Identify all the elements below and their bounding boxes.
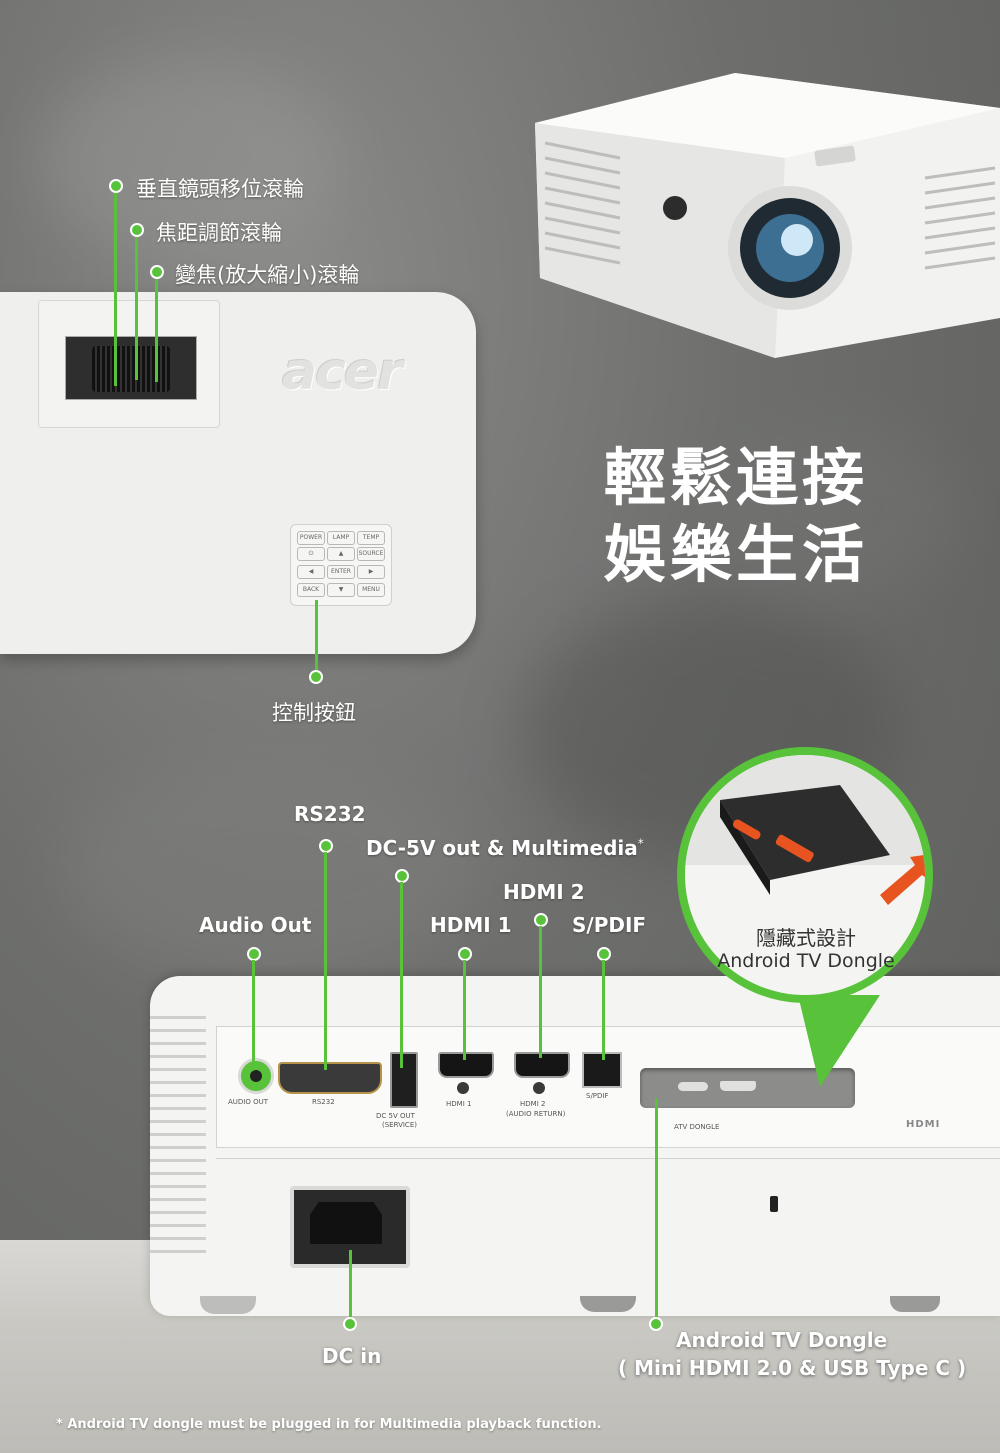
mini-hdmi-port[interactable] (720, 1081, 756, 1091)
temp-led-label: TEMP (357, 531, 385, 545)
rs232-port-label: RS232 (312, 1098, 335, 1106)
callout-line (400, 882, 403, 1068)
focus-label: 焦距調節滾輪 (156, 221, 282, 245)
foot (200, 1296, 256, 1314)
hdmi-1-port-label: HDMI 1 (446, 1100, 472, 1108)
callout-dot (597, 947, 611, 961)
left-button[interactable]: ◀ (297, 565, 325, 579)
control-panel: POWER LAMP TEMP ⏻ ▲ SOURCE ◀ ENTER ▶ BAC… (290, 524, 392, 606)
callout-line (463, 960, 466, 1060)
brand-logo: acer (282, 342, 403, 402)
enter-button[interactable]: ENTER (327, 565, 355, 579)
texture (700, 420, 960, 600)
hdmi-1-label: HDMI 1 (430, 913, 512, 937)
headline-line-1: 輕鬆連接 (604, 441, 869, 514)
callout-dot (130, 223, 144, 237)
menu-button[interactable]: MENU (357, 583, 385, 597)
callout-dot (534, 913, 548, 927)
callout-line (114, 186, 117, 386)
hdmi-2-screw (533, 1082, 545, 1094)
hdmi-2-port-label: HDMI 2 (520, 1100, 546, 1108)
bubble-line-1: 隱藏式設計 (756, 926, 856, 950)
spdif-port-label: S/PDIF (586, 1092, 609, 1100)
headline-line-2: 娛樂生活 (604, 518, 869, 591)
hdmi-1-screw (457, 1082, 469, 1094)
callout-dot (319, 839, 333, 853)
audio-out-port-label: AUDIO OUT (228, 1098, 269, 1106)
projector-top-view: acer POWER LAMP TEMP ⏻ ▲ SOURCE ◀ ENTER … (0, 292, 476, 654)
magnify-bubble (677, 747, 933, 1087)
foot (580, 1296, 636, 1312)
callout-line (539, 926, 542, 1058)
spdif-label: S/PDIF (572, 913, 647, 937)
dongle-label-line-2: ( Mini HDMI 2.0 & USB Type C ) (618, 1356, 967, 1380)
callout-dot (109, 179, 123, 193)
up-button[interactable]: ▲ (327, 547, 355, 561)
lens-shift-label: 垂直鏡頭移位滾輪 (136, 177, 304, 201)
callout-dot (150, 265, 164, 279)
callout-dot (395, 869, 409, 883)
dongle-label-line-1: Android TV Dongle (676, 1328, 888, 1352)
texture (60, 760, 480, 980)
texture (40, 60, 340, 260)
callout-line (135, 230, 138, 380)
source-button[interactable]: SOURCE (357, 547, 385, 561)
power-panel (216, 1158, 1000, 1269)
dc-out-port-label: DC 5V OUT (376, 1112, 415, 1120)
callout-line (602, 960, 605, 1060)
dc5v-label: DC-5V out & Multimedia* (366, 836, 644, 860)
power-button[interactable]: ⏻ (297, 547, 325, 561)
callout-line (655, 1098, 658, 1320)
hdmi-1-port[interactable] (438, 1052, 494, 1078)
power-led-label: POWER (297, 531, 325, 545)
foot (890, 1296, 940, 1312)
zoom-label: 變焦(放大縮小)滾輪 (175, 263, 360, 287)
down-button[interactable]: ▼ (327, 583, 355, 597)
hdmi-2-label: HDMI 2 (503, 880, 585, 904)
audio-return-label: (AUDIO RETURN) (506, 1110, 566, 1118)
footnote: * Android TV dongle must be plugged in f… (56, 1417, 602, 1432)
right-button[interactable]: ▶ (357, 565, 385, 579)
callout-line (349, 1250, 352, 1322)
callout-dot (458, 947, 472, 961)
audio-out-label: Audio Out (199, 913, 312, 937)
callout-line (324, 852, 327, 1070)
usb-port[interactable] (390, 1052, 418, 1108)
dc-out-service-label: (SERVICE) (382, 1121, 417, 1129)
control-buttons-label: 控制按鈕 (272, 701, 356, 725)
kensington-lock (770, 1196, 778, 1212)
usb-c-port[interactable] (678, 1082, 708, 1091)
bubble-line-2: Android TV Dongle (717, 950, 895, 972)
callout-line (315, 600, 318, 678)
rs232-port[interactable] (278, 1062, 382, 1094)
rear-vent (150, 1006, 206, 1256)
hdmi-logo: HDMI (906, 1119, 941, 1130)
dc-in-label: DC in (322, 1344, 382, 1368)
projector-rear-view: AUDIO OUT RS232 DC 5V OUT (SERVICE) HDMI… (150, 976, 1000, 1316)
callout-line (252, 960, 255, 1070)
lens-wheels (92, 346, 170, 392)
footnote-mark: * (637, 836, 644, 851)
atv-dongle-port-label: ATV DONGLE (674, 1123, 720, 1131)
callout-dot (343, 1317, 357, 1331)
projector-angled-image (535, 73, 1000, 358)
callout-line (155, 272, 158, 382)
callout-dot (309, 670, 323, 684)
audio-out-jack[interactable] (238, 1058, 274, 1094)
lamp-led-label: LAMP (327, 531, 355, 545)
callout-dot (247, 947, 261, 961)
hdmi-2-port[interactable] (514, 1052, 570, 1078)
rs232-label: RS232 (294, 802, 366, 826)
callout-dot (649, 1317, 663, 1331)
back-button[interactable]: BACK (297, 583, 325, 597)
